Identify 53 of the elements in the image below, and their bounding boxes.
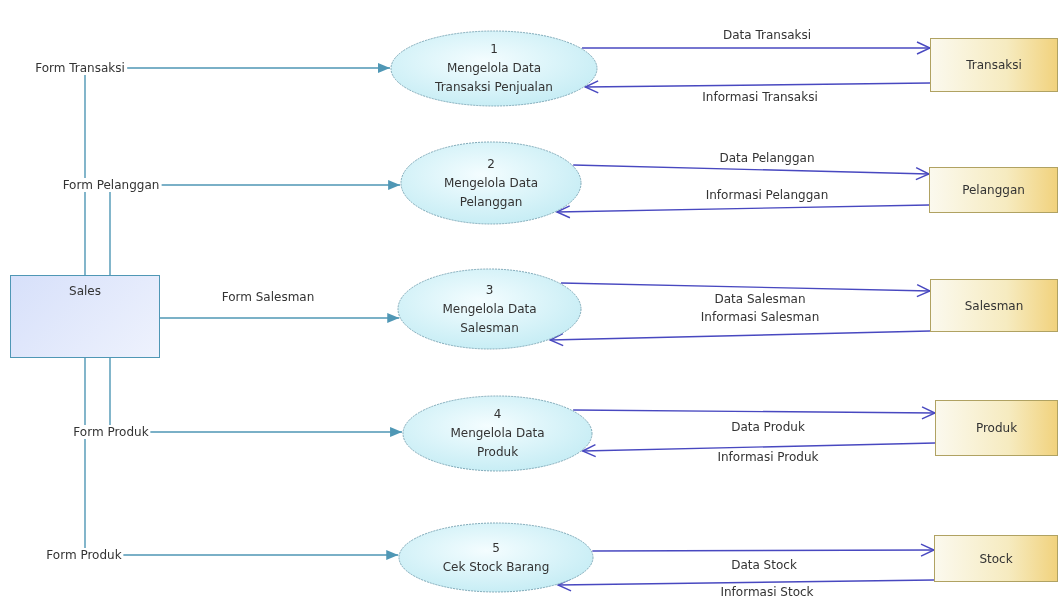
- data-store: [935, 400, 1058, 456]
- edge-label: Informasi Transaksi: [700, 90, 820, 104]
- arrow: [560, 282, 931, 298]
- data-store: [934, 535, 1058, 582]
- process-label: Mengelola Data Produk: [449, 425, 546, 461]
- store-label: Stock: [979, 551, 1013, 566]
- arrow: [159, 313, 400, 323]
- arrow: [549, 330, 931, 347]
- edge-label: Data Produk: [729, 420, 807, 434]
- edge-label: Informasi Salesman: [698, 310, 822, 324]
- edge-label: Form Produk: [71, 425, 151, 439]
- process-number: 2: [487, 155, 495, 173]
- process-label: Cek Stock Barang: [442, 558, 550, 576]
- entity-label: Sales: [69, 284, 101, 298]
- arrow: [557, 578, 935, 592]
- edge-label: Form Produk: [44, 548, 124, 562]
- process-ellipse: [398, 522, 594, 593]
- store-label: Salesman: [964, 298, 1024, 313]
- data-store: [930, 279, 1058, 332]
- edge-label: Data Stock: [729, 558, 799, 572]
- store-label: Produk: [975, 421, 1018, 435]
- arrow: [572, 164, 930, 181]
- process-number: 1: [490, 41, 498, 58]
- process-number: 4: [493, 406, 502, 423]
- arrow: [581, 442, 936, 458]
- process-number: 5: [492, 539, 500, 557]
- process-label: Mengelola Data Pelanggan: [442, 174, 540, 211]
- arrow: [84, 357, 399, 560]
- process-ellipse: [397, 268, 582, 350]
- edge-label: Form Salesman: [219, 290, 317, 304]
- external-entity: [10, 275, 160, 358]
- arrow: [556, 204, 930, 219]
- process-label: Mengelola Data Transaksi Penjualan: [434, 60, 554, 96]
- data-store: [929, 167, 1058, 213]
- process-ellipse: [402, 395, 593, 472]
- arrow: [572, 406, 936, 420]
- edge-label: Data Salesman: [712, 292, 808, 306]
- arrow: [584, 80, 931, 94]
- edge-label: Informasi Stock: [718, 585, 816, 599]
- process-ellipse: [400, 141, 582, 225]
- process-ellipse: [390, 30, 598, 107]
- edge-label: Data Pelanggan: [717, 151, 817, 165]
- data-store: [930, 38, 1058, 92]
- store-label: Transaksi: [966, 58, 1022, 72]
- edge-label: Informasi Pelanggan: [703, 188, 831, 202]
- arrow: [591, 543, 935, 557]
- edge-label: Informasi Produk: [715, 450, 821, 464]
- edge-label: Form Pelanggan: [60, 178, 162, 192]
- store-label: Pelanggan: [962, 183, 1025, 197]
- process-label: Mengelola Data Salesman: [441, 300, 538, 337]
- edge-label: Form Transaksi: [33, 61, 127, 75]
- process-number: 3: [485, 281, 494, 299]
- arrow: [581, 41, 931, 55]
